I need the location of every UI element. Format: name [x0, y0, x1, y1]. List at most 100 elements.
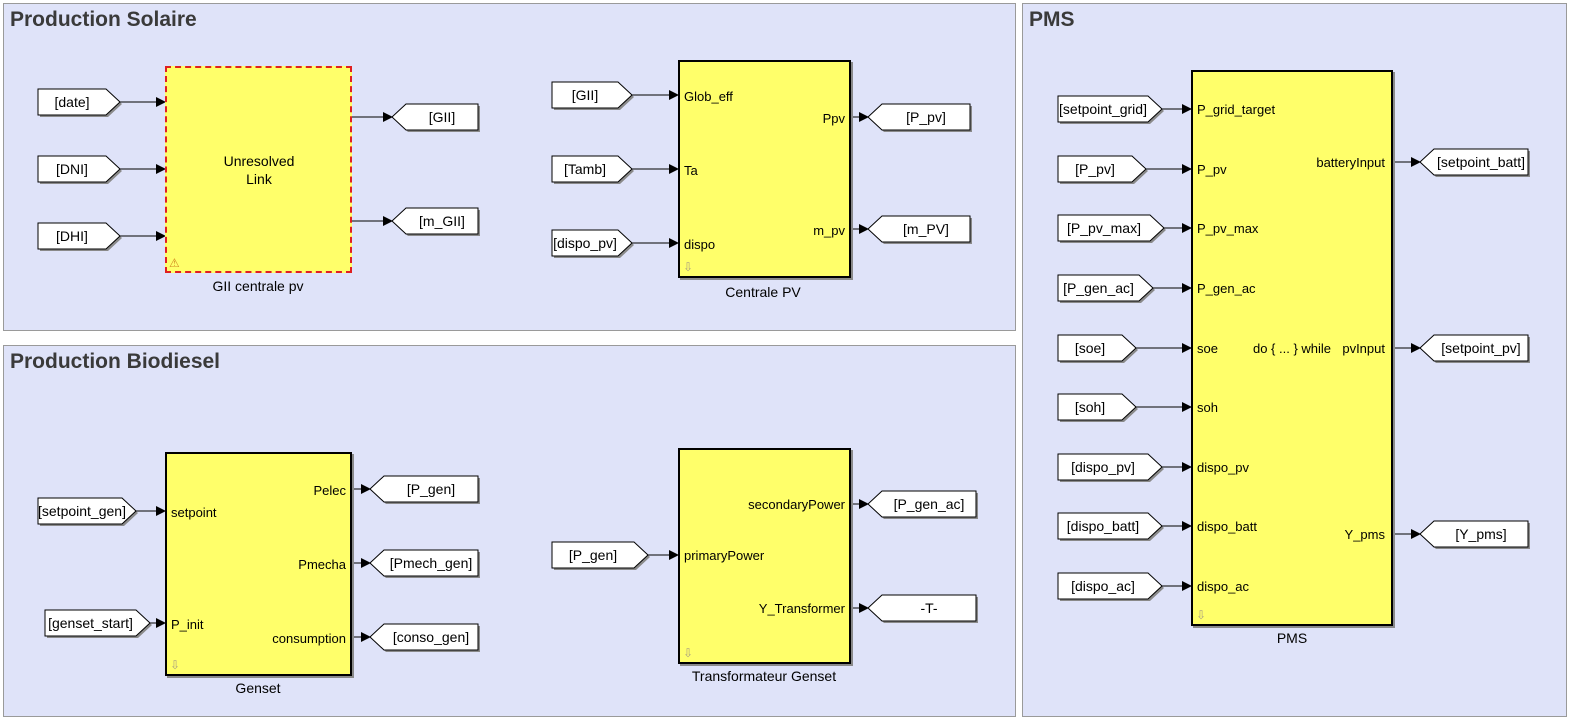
goto-tag-shape[interactable]: [369, 623, 479, 651]
from-tag[interactable]: [P_gen]: [568, 547, 618, 563]
port-in: P_gen_ac: [1197, 281, 1256, 296]
goto-tag[interactable]: [GII]: [428, 109, 456, 125]
port-in: dispo_ac: [1197, 579, 1250, 594]
pms-block[interactable]: P_grid_target P_pv P_pv_max P_gen_ac soe…: [1191, 70, 1393, 626]
from-tag[interactable]: [P_pv_max]: [1067, 220, 1141, 236]
goto-tag-shape[interactable]: [867, 490, 977, 518]
from-tag[interactable]: [GII]: [571, 87, 599, 103]
from-tag[interactable]: [setpoint_grid]: [1059, 101, 1147, 117]
from-tag-shape[interactable]: [1057, 453, 1163, 481]
from-tag-shape[interactable]: [551, 229, 633, 257]
goto-tag[interactable]: [conso_gen]: [392, 629, 470, 645]
down-arrow-icon: ⇩: [170, 658, 181, 672]
from-tag[interactable]: [P_pv]: [1075, 161, 1115, 177]
goto-tag-shape[interactable]: [369, 475, 479, 503]
port-out: Pelec: [313, 483, 346, 498]
port-out: m_pv: [813, 223, 845, 238]
goto-tag-shape[interactable]: [391, 207, 479, 235]
block-name: Genset: [235, 680, 281, 696]
down-arrow-icon: ⇩: [683, 260, 694, 274]
goto-tag[interactable]: [P_pv]: [906, 109, 946, 125]
port-out: Pmecha: [298, 557, 346, 572]
goto-tag[interactable]: [setpoint_batt]: [1437, 154, 1525, 170]
goto-tag-shape[interactable]: [867, 103, 971, 131]
from-tag-shape[interactable]: [1057, 214, 1165, 242]
port-out: secondaryPower: [748, 497, 845, 512]
from-tag[interactable]: [P_gen_ac]: [1063, 280, 1134, 296]
from-tag[interactable]: [DNI]: [56, 161, 88, 177]
from-tag[interactable]: [dispo_batt]: [1066, 518, 1140, 534]
block-name: PMS: [1276, 630, 1308, 646]
goto-tag-shape[interactable]: [369, 549, 479, 577]
area-title: PMS: [1029, 8, 1075, 31]
port-out: Y_pms: [1344, 527, 1385, 542]
terminator-shape[interactable]: [867, 594, 977, 622]
port-in: P_init: [171, 617, 204, 632]
goto-tag[interactable]: [Y_pms]: [1455, 526, 1507, 542]
unresolved-link-icon: ⚠: [169, 256, 180, 270]
from-tag[interactable]: [DHI]: [56, 228, 88, 244]
from-tag-shape[interactable]: [1057, 572, 1163, 600]
goto-tag[interactable]: [setpoint_pv]: [1441, 340, 1521, 356]
from-tag[interactable]: [soh]: [1074, 399, 1106, 415]
block-name: Centrale PV: [725, 284, 801, 300]
block-name: Transformateur Genset: [691, 668, 837, 684]
port-out: consumption: [272, 631, 346, 646]
from-tag-shape[interactable]: [1057, 393, 1137, 421]
from-tag[interactable]: [setpoint_gen]: [38, 503, 126, 519]
goto-tag-shape[interactable]: [867, 215, 971, 243]
from-tag-shape[interactable]: [551, 541, 649, 569]
area-title: Production Solaire: [10, 8, 197, 31]
gii-centrale-pv-block[interactable]: Unresolved Link ⚠: [165, 66, 352, 273]
down-arrow-icon: ⇩: [1196, 608, 1207, 622]
centrale-pv-block[interactable]: Glob_eff Ta dispo Ppv m_pv ⇩: [678, 60, 851, 278]
from-tag-shape[interactable]: [37, 155, 121, 183]
port-in: dispo: [684, 237, 716, 252]
block-name: GII centrale pv: [212, 278, 304, 294]
goto-tag[interactable]: [P_gen_ac]: [893, 496, 965, 512]
from-tag[interactable]: [dispo_ac]: [1071, 578, 1135, 594]
from-tag-shape[interactable]: [551, 155, 633, 183]
goto-tag[interactable]: [Pmech_gen]: [389, 555, 473, 571]
port-in: P_pv: [1197, 162, 1227, 177]
from-tag-shape[interactable]: [37, 88, 121, 116]
goto-tag[interactable]: [m_GII]: [419, 213, 465, 229]
from-tag[interactable]: [Tamb]: [563, 161, 606, 177]
from-tag[interactable]: [soe]: [1074, 340, 1106, 356]
from-tag[interactable]: [dispo_pv]: [553, 235, 617, 251]
port-in: primaryPower: [684, 548, 765, 563]
from-tag[interactable]: [date]: [54, 94, 90, 110]
transformateur-genset-block[interactable]: primaryPower secondaryPower Y_Transforme…: [678, 448, 851, 664]
from-tag-shape[interactable]: [1057, 95, 1163, 123]
from-tag[interactable]: [genset_start]: [48, 615, 133, 631]
from-tag-shape[interactable]: [551, 81, 633, 109]
port-out: Ppv: [822, 111, 845, 126]
goto-tag-shape[interactable]: [1419, 334, 1529, 362]
port-in: P_pv_max: [1197, 221, 1259, 236]
goto-tag[interactable]: [P_gen]: [406, 481, 456, 497]
port-in: dispo_pv: [1197, 460, 1250, 475]
from-tag-shape[interactable]: [37, 497, 137, 525]
goto-tag-shape[interactable]: [391, 103, 479, 131]
from-tag-shape[interactable]: [1057, 274, 1154, 302]
port-in: P_grid_target: [1197, 102, 1276, 117]
goto-tag-shape[interactable]: [1419, 520, 1529, 548]
goto-tag[interactable]: [m_PV]: [903, 221, 949, 237]
goto-tag-shape[interactable]: [1419, 148, 1529, 176]
from-tag-shape[interactable]: [37, 222, 121, 250]
genset-block[interactable]: setpoint P_init Pelec Pmecha consumption…: [165, 452, 352, 676]
port-in: Glob_eff: [684, 89, 733, 104]
port-in: Ta: [684, 163, 698, 178]
terminator[interactable]: -T-: [920, 600, 938, 616]
port-in: soh: [1197, 400, 1218, 415]
port-out: Y_Transformer: [758, 601, 845, 616]
from-tag-shape[interactable]: [1057, 334, 1137, 362]
from-tag-shape[interactable]: [1057, 512, 1163, 540]
from-tag[interactable]: [dispo_pv]: [1071, 459, 1135, 475]
from-tag-shape[interactable]: [44, 609, 151, 637]
port-out: pvInput: [1342, 341, 1385, 356]
from-tag-shape[interactable]: [1057, 155, 1147, 183]
area-title: Production Biodiesel: [10, 350, 221, 373]
